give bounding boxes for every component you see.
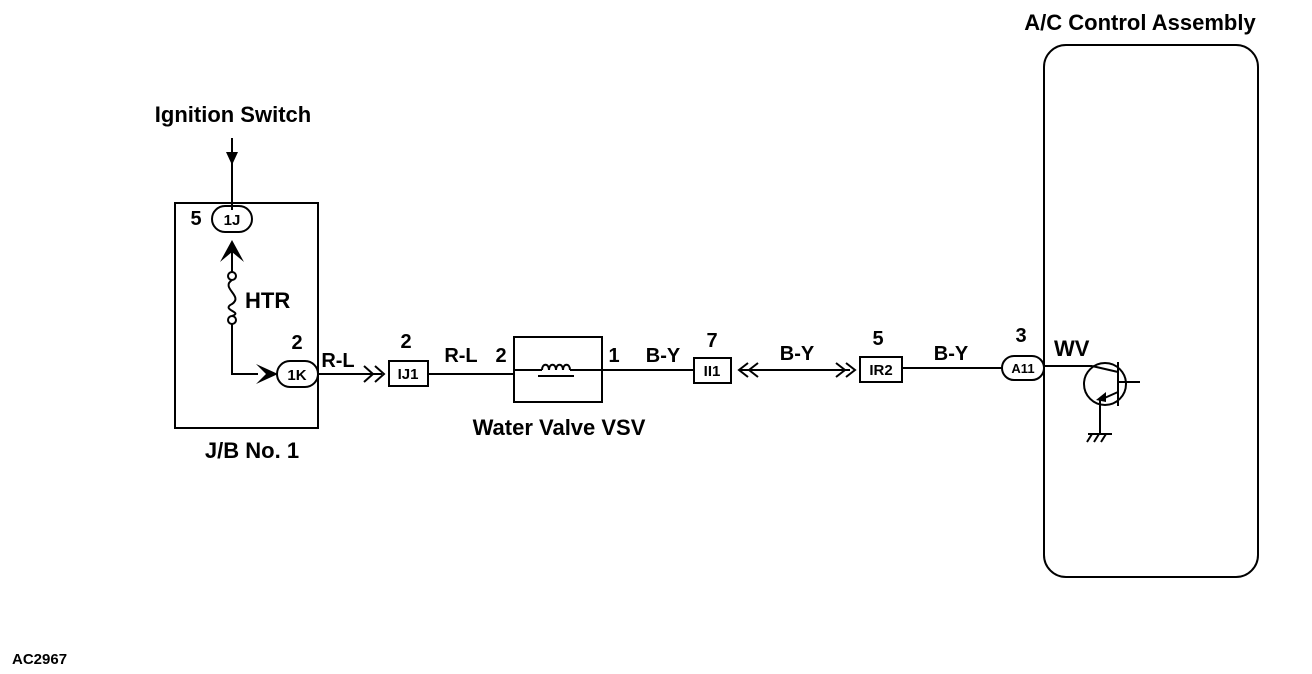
connector-a11-id: A11 [1011,361,1034,376]
connector-1k-pin: 2 [291,332,302,354]
chevron-right-icon [363,365,375,383]
connector-1j-pin: 5 [190,208,201,230]
vsv-pin-right: 1 [608,345,619,367]
connector-a11 [1001,355,1045,381]
wire-ij1-vsv-color: R-L [444,345,477,367]
coil-icon [541,363,571,371]
connector-1j-terminal-icon [220,240,244,262]
fuse-label: HTR [245,288,290,313]
connector-ir2-pin: 5 [872,328,883,350]
connector-ir2-id: IR2 [869,362,892,379]
figure-code: AC2967 [12,651,67,668]
connector-ii1-id: II1 [704,363,721,380]
ground-hatch [1086,433,1093,443]
fuse-htr-icon [227,279,237,317]
ignition-switch-label: Ignition Switch [155,102,311,127]
ac-control-assembly-box [1043,44,1259,578]
connector-1j-id: 1J [224,212,241,229]
connector-a11-pin: 3 [1015,325,1026,347]
connector-ir2 [859,356,903,383]
connector-1k-id: 1K [287,367,306,384]
chevron-right-icon [374,365,386,383]
wire-ii1-ir2-color: B-Y [780,343,815,365]
assembly-title: A/C Control Assembly [1024,10,1256,35]
transistor-icon [1083,362,1127,406]
connector-1k-terminal-icon [256,364,278,384]
junction-block-box [174,202,319,429]
fuse-to-1k-wire [231,324,258,375]
ignition-arrow-icon [226,152,238,165]
transistor-label: WV [1054,336,1090,361]
wire-ir2-a11-color: B-Y [934,343,969,365]
connector-ij1-id: IJ1 [398,366,419,383]
chevron-right-icon [835,362,847,378]
ground-hatch [1100,433,1107,443]
wire-vsv-ii1-color: B-Y [646,345,681,367]
connector-1j [211,205,253,233]
transistor-collector [1091,365,1119,373]
jb-label: J/B No. 1 [205,438,299,463]
connector-ij1-pin: 2 [400,331,411,353]
connector-ii1-pin: 7 [706,330,717,352]
vsv-pin-left: 2 [495,345,506,367]
connector-ii1 [693,357,732,384]
fuse-bottom-terminal [227,315,237,325]
fuse-top-terminal [227,271,237,281]
wire-1k-ij1-color: R-L [321,350,354,372]
vsv-label: Water Valve VSV [473,415,646,440]
ground-hatch [1093,433,1100,443]
chevron-right-icon [845,362,857,378]
emitter-arrow-icon [1096,392,1106,402]
